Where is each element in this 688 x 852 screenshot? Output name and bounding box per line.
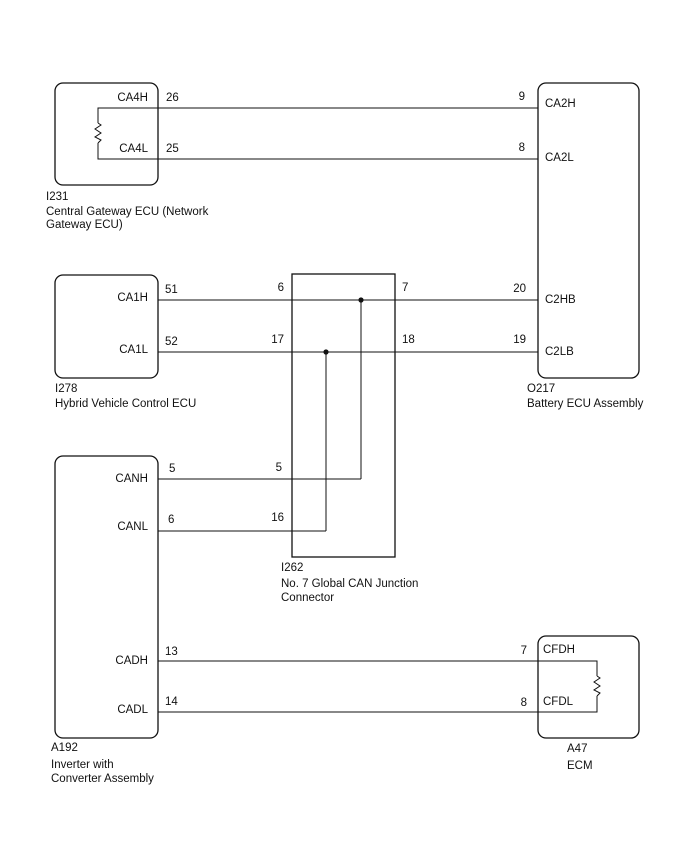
component-code-o217: O217 bbox=[527, 383, 555, 395]
pin-label-canl: CANL bbox=[117, 521, 148, 533]
component-name-i231: Central Gateway ECU (Network bbox=[46, 206, 209, 218]
battery-ecu-box bbox=[537, 82, 640, 379]
component-name-a192-line2: Converter Assembly bbox=[51, 773, 154, 785]
component-code-a192: A192 bbox=[51, 742, 78, 754]
pin-number-26: 26 bbox=[166, 92, 179, 104]
resistor-icon bbox=[593, 675, 601, 697]
component-name-i278: Hybrid Vehicle Control ECU bbox=[55, 398, 196, 410]
pin-label-ca1h: CA1H bbox=[117, 292, 148, 304]
pin-number-20: 20 bbox=[513, 283, 526, 295]
pin-label-ca4h: CA4H bbox=[117, 92, 148, 104]
pin-number-8: 8 bbox=[519, 142, 525, 154]
component-name-a47: ECM bbox=[567, 760, 593, 772]
component-code-i262: I262 bbox=[281, 562, 303, 574]
pin-number-8-a47: 8 bbox=[521, 697, 527, 709]
pin-number-5-a192: 5 bbox=[169, 463, 175, 475]
pin-label-ca2h: CA2H bbox=[545, 98, 576, 110]
pin-label-canh: CANH bbox=[115, 473, 148, 485]
pin-label-c2hb: C2HB bbox=[545, 294, 576, 306]
a47-internal-low bbox=[538, 696, 598, 713]
hybrid-vehicle-control-ecu-box bbox=[54, 274, 159, 379]
component-name-i262: No. 7 Global CAN Junction bbox=[281, 578, 418, 590]
pin-number-5: 5 bbox=[276, 462, 282, 474]
pin-number-6: 6 bbox=[278, 282, 284, 294]
component-name-a192: Inverter with bbox=[51, 759, 114, 771]
pin-label-cadh: CADH bbox=[115, 655, 148, 667]
ecm-box bbox=[537, 635, 640, 739]
pin-number-25: 25 bbox=[166, 143, 179, 155]
pin-number-17: 17 bbox=[271, 334, 284, 346]
junction-connector-box bbox=[291, 273, 396, 558]
pin-label-ca1l: CA1L bbox=[119, 344, 148, 356]
central-gateway-ecu-box bbox=[54, 82, 159, 186]
i231-internal-high bbox=[97, 107, 158, 123]
i231-internal-low bbox=[97, 143, 158, 160]
component-code-a47: A47 bbox=[567, 743, 587, 755]
pin-label-ca4l: CA4L bbox=[119, 143, 148, 155]
pin-number-52: 52 bbox=[165, 336, 178, 348]
component-name-o217: Battery ECU Assembly bbox=[527, 398, 644, 410]
pin-number-51: 51 bbox=[165, 284, 178, 296]
pin-number-13: 13 bbox=[165, 646, 178, 658]
inverter-converter-box bbox=[54, 455, 159, 739]
pin-number-14: 14 bbox=[165, 696, 178, 708]
pin-number-9: 9 bbox=[519, 91, 525, 103]
pin-number-19: 19 bbox=[513, 334, 526, 346]
pin-number-7-a47: 7 bbox=[521, 645, 527, 657]
pin-label-c2lb: C2LB bbox=[545, 346, 574, 358]
a47-internal-high bbox=[538, 660, 598, 676]
pin-number-6-a192: 6 bbox=[168, 514, 174, 526]
component-name-i262-line2: Connector bbox=[281, 592, 334, 604]
resistor-icon bbox=[94, 122, 102, 144]
component-code-i231: I231 bbox=[46, 191, 68, 203]
pin-label-cfdh: CFDH bbox=[543, 644, 575, 656]
pin-number-7: 7 bbox=[402, 282, 408, 294]
pin-label-cadl: CADL bbox=[117, 704, 148, 716]
pin-number-16: 16 bbox=[271, 512, 284, 524]
pin-label-ca2l: CA2L bbox=[545, 152, 574, 164]
pin-label-cfdl: CFDL bbox=[543, 696, 574, 708]
component-code-i278: I278 bbox=[55, 383, 77, 395]
pin-number-18: 18 bbox=[402, 334, 415, 346]
component-name-i231-line2: Gateway ECU) bbox=[46, 219, 123, 231]
